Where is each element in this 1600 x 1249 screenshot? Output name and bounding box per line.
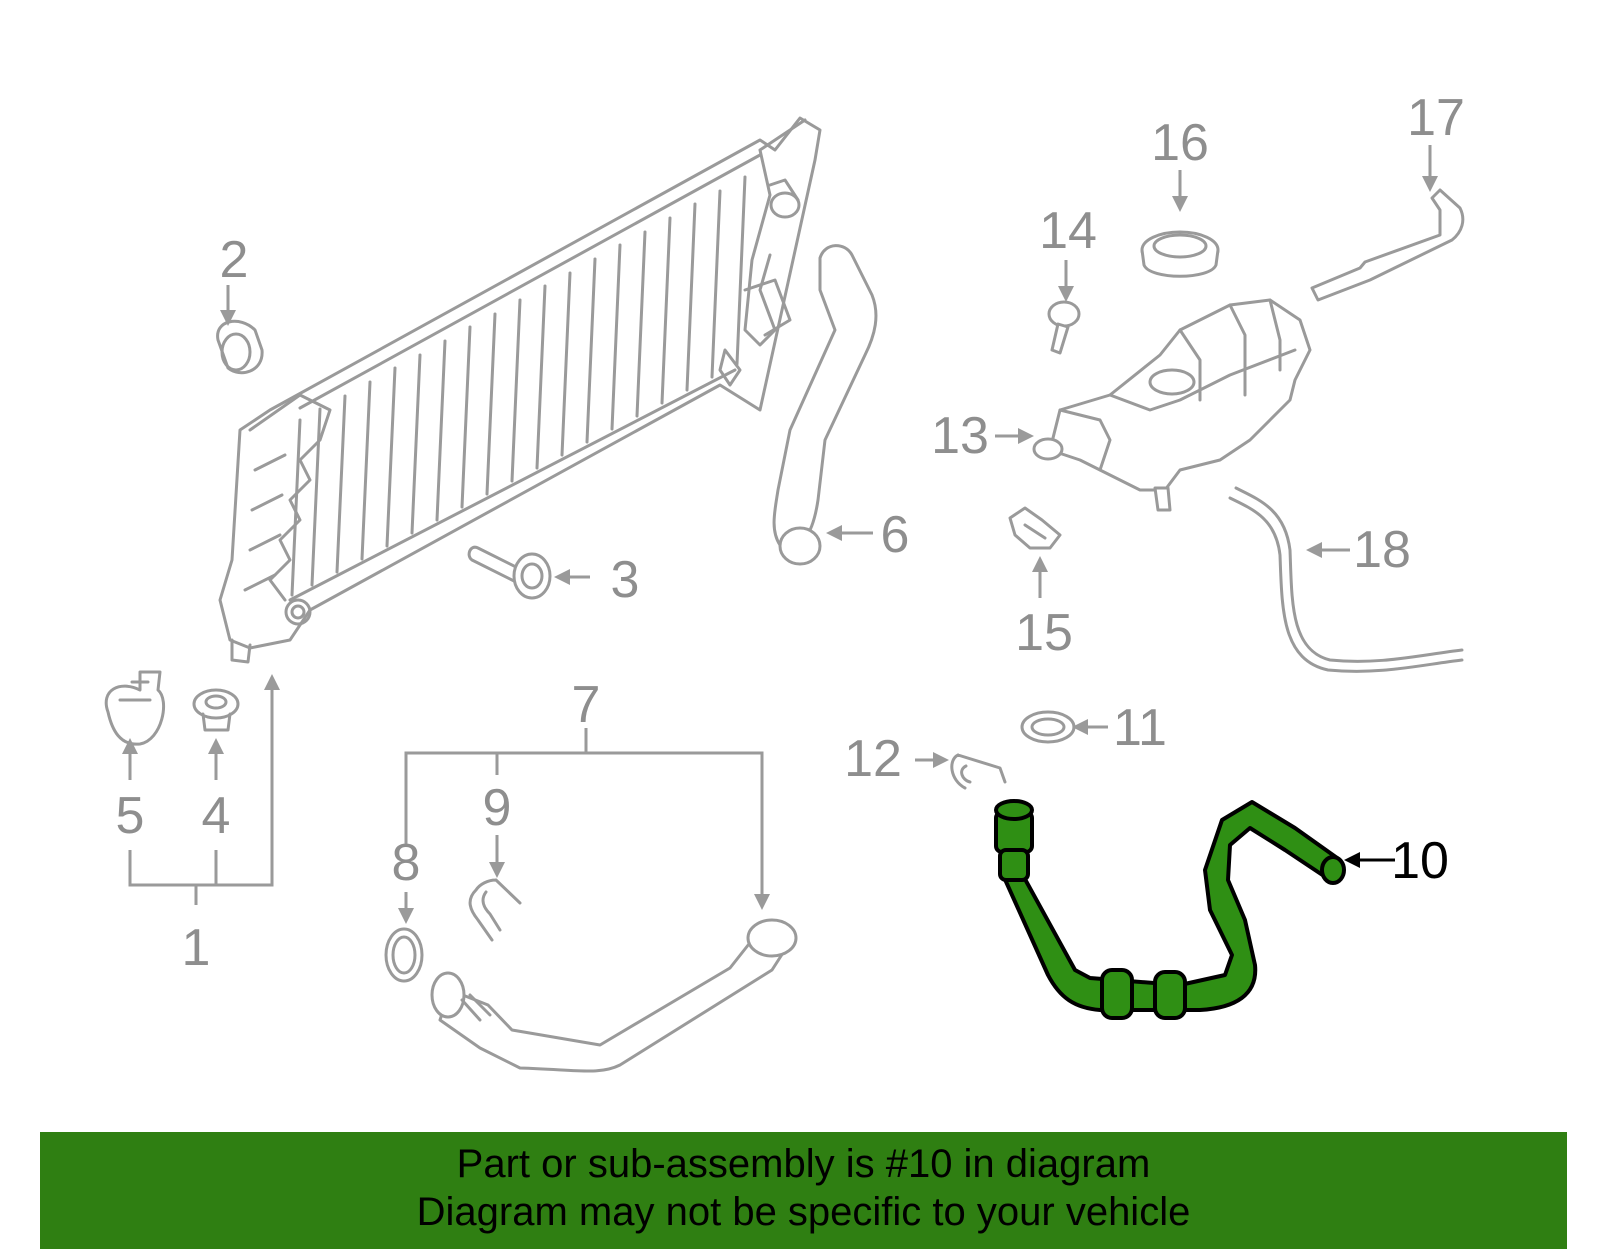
callout-4: 4 xyxy=(202,787,231,845)
bolt-part-14 xyxy=(1047,260,1081,355)
heater-hose-part-10 xyxy=(994,799,1395,1020)
callout-13: 13 xyxy=(931,407,989,465)
overflow-tube-part-17 xyxy=(1310,145,1465,302)
callout-16: 16 xyxy=(1151,114,1209,172)
callout-10: 10 xyxy=(1391,832,1449,890)
o-ring-part-8 xyxy=(384,927,424,983)
leader-group-7 xyxy=(398,728,770,924)
connector-part-9 xyxy=(468,878,522,942)
callout-12: 12 xyxy=(844,730,902,788)
callout-17: 17 xyxy=(1407,89,1465,147)
callout-18: 18 xyxy=(1353,521,1411,579)
callout-14: 14 xyxy=(1039,202,1097,260)
callout-8: 8 xyxy=(392,834,421,892)
callout-3: 3 xyxy=(611,551,640,609)
callout-15: 15 xyxy=(1015,604,1073,662)
bolt-part-3 xyxy=(467,545,590,600)
callout-6: 6 xyxy=(881,506,910,564)
cap-part-16 xyxy=(1140,170,1220,278)
reservoir-part-13 xyxy=(995,298,1312,512)
banner-part-info: Part or sub-assembly is #10 in diagram xyxy=(456,1142,1151,1186)
bracket-part-5 xyxy=(104,670,166,780)
clip-part-12 xyxy=(915,752,1007,790)
callout-1: 1 xyxy=(182,919,211,977)
callout-7: 7 xyxy=(572,676,601,734)
gasket-part-11 xyxy=(1020,710,1108,744)
lower-hose-part-7 xyxy=(430,918,798,1073)
callout-9: 9 xyxy=(483,779,512,837)
bracket-part-15 xyxy=(1008,506,1062,598)
radiator-part-1 xyxy=(218,116,822,664)
callout-2: 2 xyxy=(220,231,249,289)
leader-group-1 xyxy=(128,674,280,905)
callout-11: 11 xyxy=(1113,699,1167,757)
callout-labels: 1 2 3 4 5 6 7 8 9 10 11 12 13 14 15 16 1… xyxy=(116,89,1465,977)
banner-disclaimer: Diagram may not be specific to your vehi… xyxy=(416,1190,1191,1234)
grommet-part-4 xyxy=(192,688,240,780)
info-banner: Part or sub-assembly is #10 in diagram D… xyxy=(40,1132,1567,1249)
upper-hose-part-6 xyxy=(772,244,878,566)
insulator-part-2 xyxy=(216,285,264,374)
hose-part-18 xyxy=(1228,486,1464,673)
callout-5: 5 xyxy=(116,787,145,845)
